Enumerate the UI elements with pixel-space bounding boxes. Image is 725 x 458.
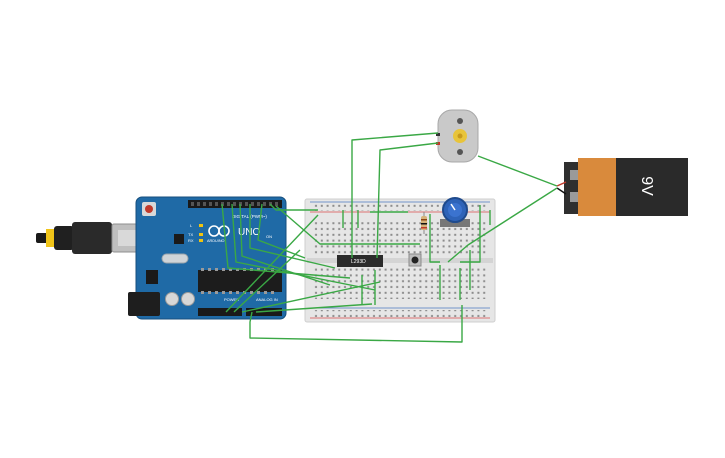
tx-label: TX bbox=[188, 232, 193, 237]
wire-p-4 bbox=[249, 305, 463, 343]
battery-label: 9V bbox=[638, 176, 655, 196]
on-label: ON bbox=[266, 234, 272, 239]
potentiometer[interactable] bbox=[440, 197, 470, 227]
wire-p-5 bbox=[255, 303, 373, 313]
wire-motor-b bbox=[376, 142, 439, 259]
wire-bb-5 bbox=[460, 205, 481, 263]
battery-9v[interactable]: 9V bbox=[564, 158, 688, 216]
arduino-brand-label: ARDUINO bbox=[207, 239, 225, 243]
wire-d-1 bbox=[269, 203, 318, 211]
wire-p-2 bbox=[233, 249, 301, 313]
analog-label: ANALOG IN bbox=[256, 297, 278, 302]
wire-bb-4 bbox=[429, 214, 440, 263]
wire-d-7 bbox=[275, 205, 420, 245]
power-header[interactable] bbox=[198, 308, 242, 316]
power-label: POWER bbox=[224, 297, 239, 302]
l-led-label: L bbox=[190, 223, 193, 228]
wire-d-2 bbox=[257, 203, 306, 259]
wire-d-3 bbox=[249, 204, 336, 269]
push-button[interactable] bbox=[408, 253, 422, 267]
atmega-chip[interactable] bbox=[198, 270, 282, 292]
rx-label: RX bbox=[188, 238, 194, 243]
uno-label: UNO bbox=[238, 227, 260, 238]
chip-label: L293D bbox=[351, 259, 366, 265]
wire-d-6 bbox=[221, 203, 351, 279]
wire-motor-a bbox=[351, 132, 439, 258]
wire-battery-pos bbox=[477, 155, 558, 187]
l293d-chip[interactable]: L293D bbox=[337, 255, 383, 267]
arduino-uno-board[interactable]: DIGITAL (PWM~) UNO ARDUINO L TX RX ON bbox=[128, 196, 287, 320]
wire-d-5 bbox=[231, 203, 376, 291]
wire-battery-neg bbox=[447, 187, 558, 263]
wire-p-1 bbox=[225, 214, 319, 313]
wire-p-3 bbox=[241, 281, 381, 313]
resistor[interactable] bbox=[421, 212, 427, 234]
breadboard[interactable] bbox=[304, 198, 496, 323]
dc-motor[interactable] bbox=[436, 109, 479, 163]
reset-button[interactable] bbox=[145, 205, 153, 213]
wires[interactable] bbox=[221, 132, 558, 343]
